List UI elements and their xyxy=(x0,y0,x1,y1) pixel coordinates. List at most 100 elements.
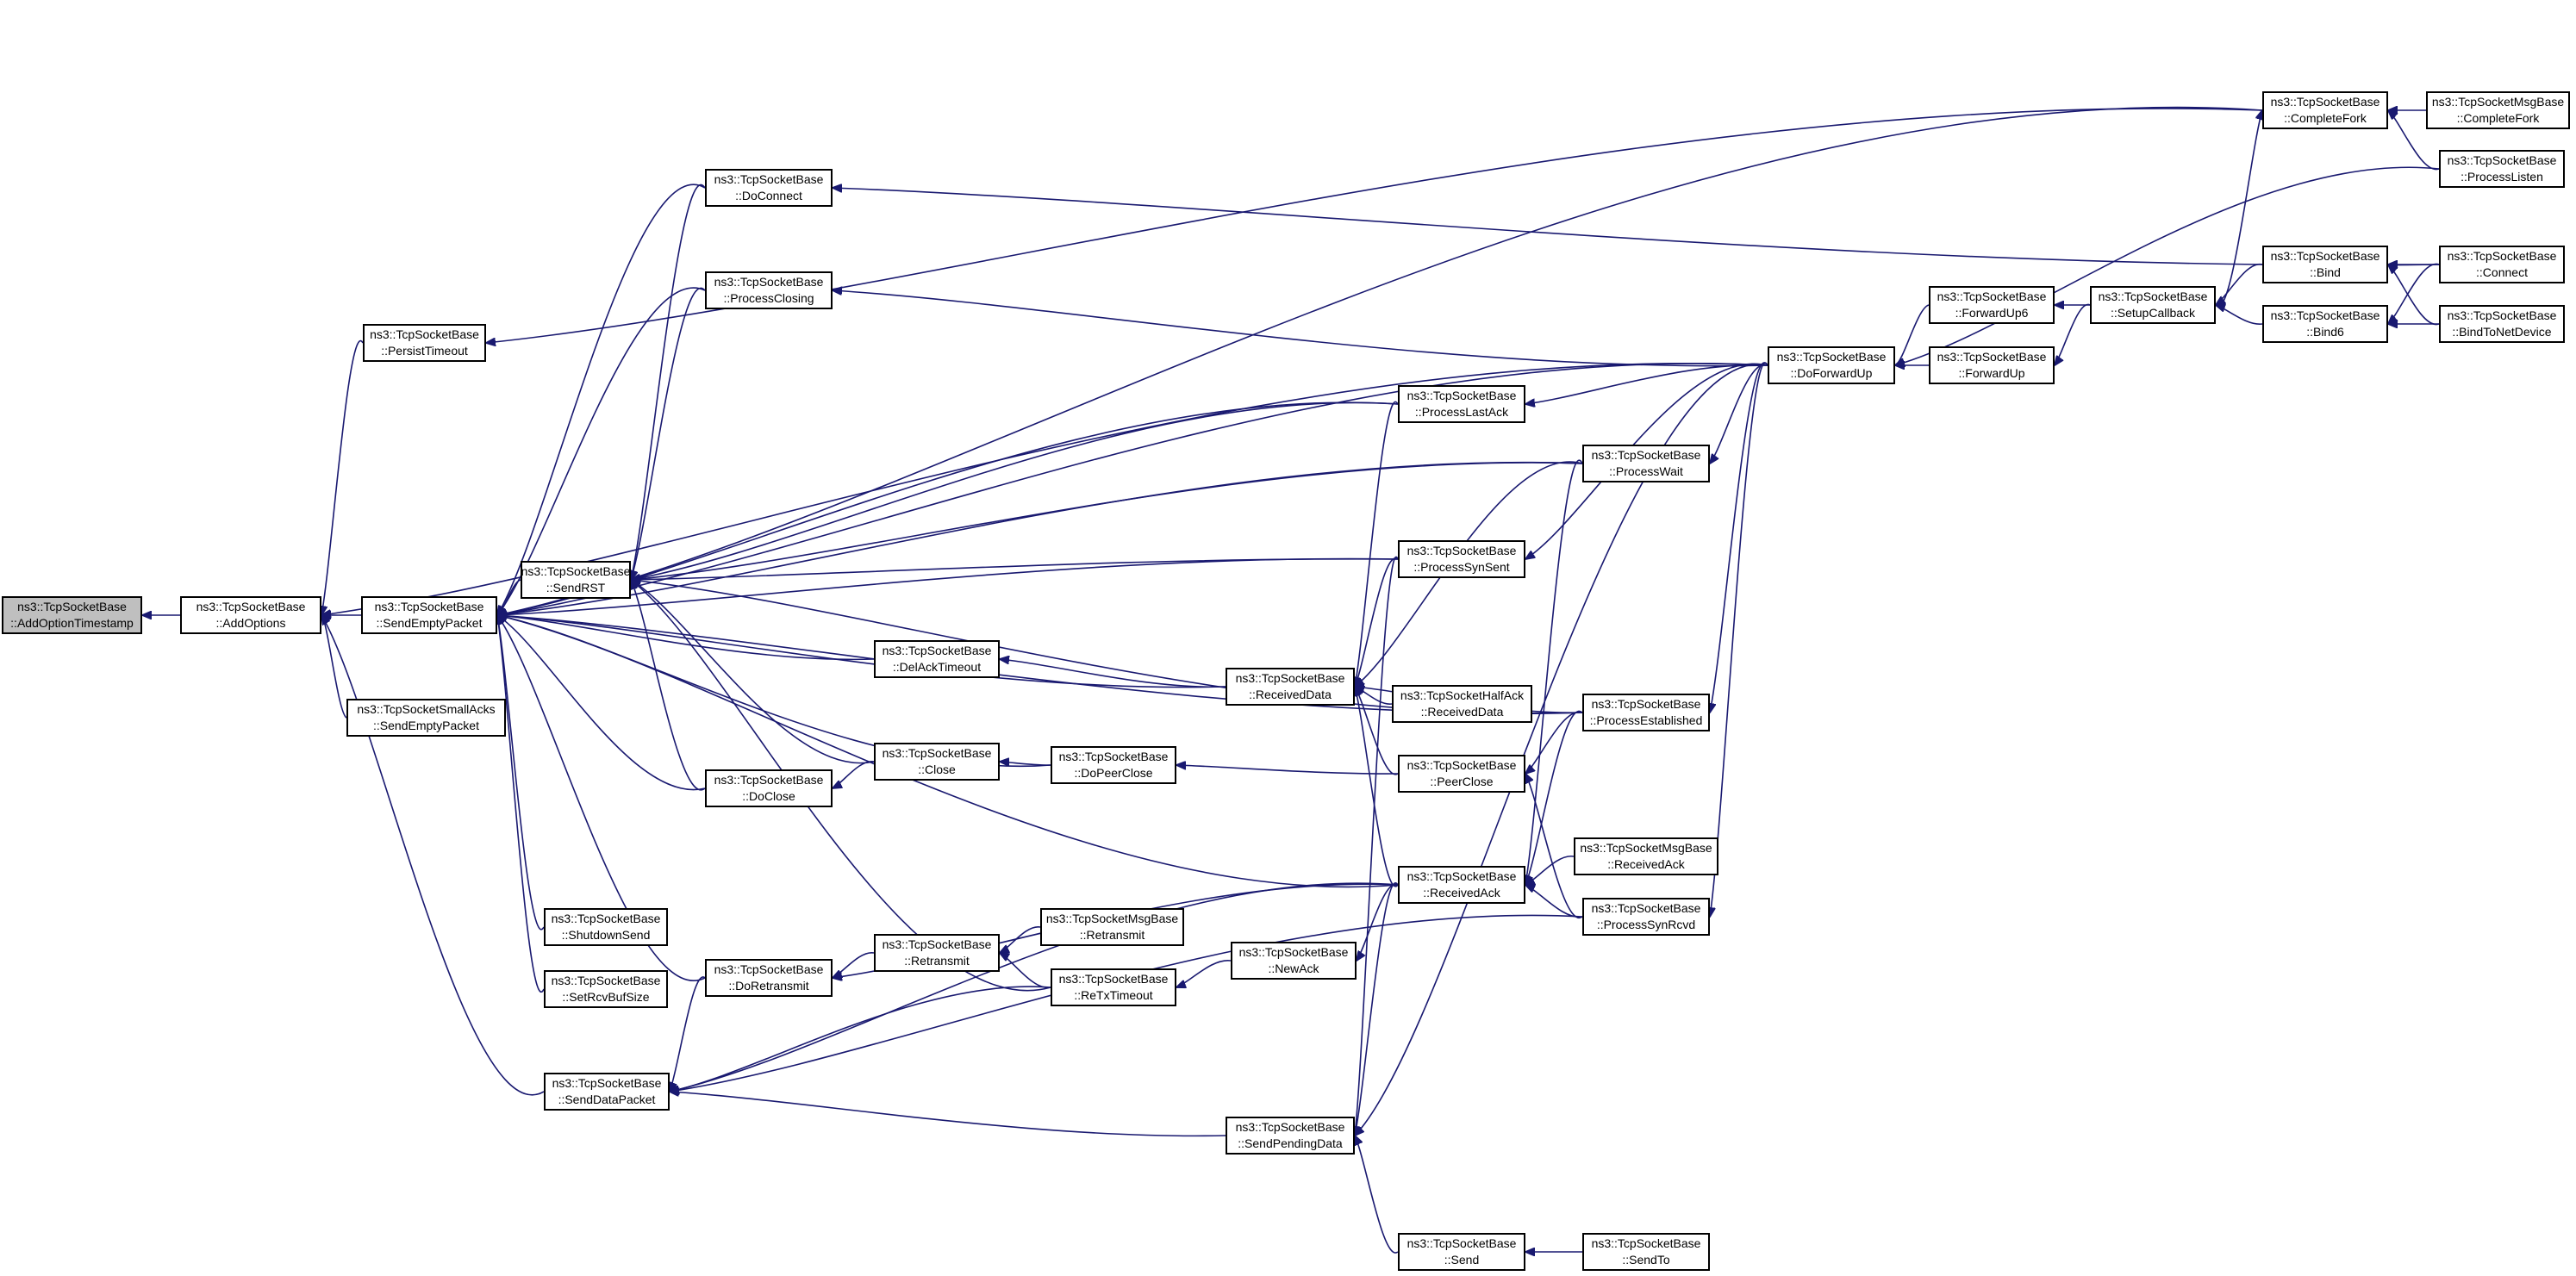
node-bind6[interactable]: ns3::TcpSocketBase::Bind6 xyxy=(2262,305,2388,343)
node-namespace-label: ns3::TcpSocketSmallAcks xyxy=(357,702,496,716)
node-namespace-label: ns3::TcpSocketBase xyxy=(1235,671,1345,685)
call-edge-procest-to-peerclose xyxy=(1525,711,1583,774)
node-proclisten[interactable]: ns3::TcpSocketBase::ProcessListen xyxy=(2439,150,2565,188)
call-edge-shutdown-to-sendempty xyxy=(497,615,545,931)
node-namespace-label: ns3::TcpSocketBase xyxy=(1407,1236,1517,1250)
call-edge-doclose-to-sendrst xyxy=(631,580,706,791)
node-namespace-label: ns3::TcpSocketBase xyxy=(17,600,127,613)
call-edge-doconnect-to-sendrst xyxy=(631,184,706,580)
node-namespace-label: ns3::TcpSocketBase xyxy=(1235,1120,1345,1134)
node-procest[interactable]: ns3::TcpSocketBase::ProcessEstablished xyxy=(1582,694,1710,731)
call-edge-proclisten-to-completefork xyxy=(2388,110,2440,171)
node-method-label: ::DoConnect xyxy=(735,189,802,202)
node-proclastack[interactable]: ns3::TcpSocketBase::ProcessLastAck xyxy=(1398,385,1525,423)
node-method-label: ::ProcessEstablished xyxy=(1589,713,1703,727)
node-namespace-label: ns3::TcpSocketBase xyxy=(882,644,992,657)
call-edge-persist-to-addoptions xyxy=(321,339,364,615)
node-method-label: ::ShutdownSend xyxy=(561,928,651,942)
node-delack[interactable]: ns3::TcpSocketBase::DelAckTimeout xyxy=(874,640,1000,678)
node-method-label: ::ProcessListen xyxy=(2461,170,2543,184)
node-procsynrcvd[interactable]: ns3::TcpSocketBase::ProcessSynRcvd xyxy=(1582,898,1710,936)
node-close[interactable]: ns3::TcpSocketBase::Close xyxy=(874,743,1000,781)
node-newack[interactable]: ns3::TcpSocketBase::NewAck xyxy=(1231,942,1357,980)
node-namespace-label: ns3::TcpSocketBase xyxy=(714,172,824,186)
node-forwardup6[interactable]: ns3::TcpSocketBase::ForwardUp6 xyxy=(1929,286,2055,324)
node-retxtimeout[interactable]: ns3::TcpSocketBase::ReTxTimeout xyxy=(1051,968,1176,1006)
node-namespace-label: ns3::TcpSocketBase xyxy=(1591,1236,1701,1250)
node-halfack[interactable]: ns3::TcpSocketHalfAck::ReceivedData xyxy=(1392,685,1532,723)
node-method-label: ::CompleteFork xyxy=(2456,111,2540,125)
node-send[interactable]: ns3::TcpSocketBase::Send xyxy=(1398,1233,1525,1271)
node-senddata[interactable]: ns3::TcpSocketBase::SendDataPacket xyxy=(544,1073,670,1111)
node-doclose[interactable]: ns3::TcpSocketBase::DoClose xyxy=(705,769,833,807)
call-edge-bind-to-setupcb xyxy=(2216,264,2263,305)
node-msgretx[interactable]: ns3::TcpSocketMsgBase::Retransmit xyxy=(1040,908,1184,946)
node-doforwardup[interactable]: ns3::TcpSocketBase::DoForwardUp xyxy=(1768,346,1895,384)
node-procsynsent[interactable]: ns3::TcpSocketBase::ProcessSynSent xyxy=(1398,540,1525,578)
node-namespace-label: ns3::TcpSocketBase xyxy=(1238,945,1349,959)
node-recvdata[interactable]: ns3::TcpSocketBase::ReceivedData xyxy=(1226,668,1355,706)
node-bindtonet[interactable]: ns3::TcpSocketBase::BindToNetDevice xyxy=(2439,305,2565,343)
node-bind[interactable]: ns3::TcpSocketBase::Bind xyxy=(2262,246,2388,283)
call-edge-peerclose-to-dopeer xyxy=(1176,765,1399,775)
node-doretx[interactable]: ns3::TcpSocketBase::DoRetransmit xyxy=(705,959,833,997)
call-edge-smallacks-to-addoptions xyxy=(321,615,347,719)
node-namespace-label: ns3::TcpSocketBase xyxy=(714,962,824,976)
node-msgrecvack[interactable]: ns3::TcpSocketMsgBase::ReceivedAck xyxy=(1574,837,1718,875)
node-connect[interactable]: ns3::TcpSocketBase::Connect xyxy=(2439,246,2565,283)
call-edge-senddata-to-addoptions xyxy=(321,615,545,1096)
call-edge-completefork-to-sendempty xyxy=(497,106,2263,615)
call-edge-procsynrcvd-to-recvack xyxy=(1525,885,1583,918)
node-method-label: ::ProcessSynSent xyxy=(1413,560,1510,574)
node-persist[interactable]: ns3::TcpSocketBase::PersistTimeout xyxy=(363,324,486,362)
node-forwardup[interactable]: ns3::TcpSocketBase::ForwardUp xyxy=(1929,346,2055,384)
node-smallacks[interactable]: ns3::TcpSocketSmallAcks::SendEmptyPacket xyxy=(346,699,506,737)
node-namespace-label: ns3::TcpSocketBase xyxy=(714,275,824,289)
node-sendempty[interactable]: ns3::TcpSocketBase::SendEmptyPacket xyxy=(361,596,497,634)
call-edge-sendpending-to-senddata xyxy=(670,1092,1226,1137)
node-setrcvbuf[interactable]: ns3::TcpSocketBase::SetRcvBufSize xyxy=(544,970,668,1008)
node-method-label: ::DoClose xyxy=(742,789,795,803)
node-peerclose[interactable]: ns3::TcpSocketBase::PeerClose xyxy=(1398,755,1525,793)
node-shutdown[interactable]: ns3::TcpSocketBase::ShutdownSend xyxy=(544,908,668,946)
node-doconnect[interactable]: ns3::TcpSocketBase::DoConnect xyxy=(705,169,833,207)
node-sendrst[interactable]: ns3::TcpSocketBase::SendRST xyxy=(521,561,631,599)
call-edge-doforwardup-to-proclosing xyxy=(833,290,1768,367)
node-namespace-label: ns3::TcpSocketBase xyxy=(2270,249,2380,263)
node-sendto[interactable]: ns3::TcpSocketBase::SendTo xyxy=(1582,1233,1710,1271)
node-method-label: ::ReceivedData xyxy=(1249,688,1332,701)
node-namespace-label: ns3::TcpSocketBase xyxy=(882,746,992,760)
node-namespace-label: ns3::TcpSocketBase xyxy=(1937,350,2047,364)
node-proclosing[interactable]: ns3::TcpSocketBase::ProcessClosing xyxy=(705,271,833,309)
call-edge-recvack-to-senddata xyxy=(670,882,1399,1092)
node-completefork[interactable]: ns3::TcpSocketBase::CompleteFork xyxy=(2262,91,2388,129)
node-recvack[interactable]: ns3::TcpSocketBase::ReceivedAck xyxy=(1398,866,1525,904)
call-edge-newack-to-retxtimeout xyxy=(1176,960,1232,987)
node-method-label: ::DelAckTimeout xyxy=(892,660,982,674)
node-sendpending[interactable]: ns3::TcpSocketBase::SendPendingData xyxy=(1226,1117,1355,1155)
call-edge-setrcvbuf-to-sendempty xyxy=(497,615,545,993)
node-namespace-label: ns3::TcpSocketBase xyxy=(551,974,661,987)
call-edge-setupcb-to-forwardup xyxy=(2055,304,2091,365)
node-method-label: ::PersistTimeout xyxy=(381,344,468,358)
node-method-label: ::ReceivedData xyxy=(1420,705,1504,719)
node-namespace-label: ns3::TcpSocketBase xyxy=(2098,289,2208,303)
node-retransmit[interactable]: ns3::TcpSocketBase::Retransmit xyxy=(874,934,1000,972)
node-dopeer[interactable]: ns3::TcpSocketBase::DoPeerClose xyxy=(1051,746,1176,784)
node-method-label: ::SetRcvBufSize xyxy=(562,990,650,1004)
call-edge-close-to-sendrst xyxy=(631,580,875,764)
call-edge-setupcb-to-completefork xyxy=(2215,110,2262,308)
node-setupcb[interactable]: ns3::TcpSocketBase::SetupCallback xyxy=(2090,286,2216,324)
call-edge-delack-to-sendempty xyxy=(497,615,875,661)
node-procwait[interactable]: ns3::TcpSocketBase::ProcessWait xyxy=(1582,445,1710,482)
node-method-label: ::Close xyxy=(918,762,956,776)
node-method-label: ::Retransmit xyxy=(904,954,970,968)
node-addoptions[interactable]: ns3::TcpSocketBase::AddOptions xyxy=(180,596,321,634)
node-method-label: ::NewAck xyxy=(1268,962,1319,975)
node-msgcompletefork[interactable]: ns3::TcpSocketMsgBase::CompleteFork xyxy=(2426,91,2570,129)
call-edge-doforwardup-to-procest xyxy=(1710,362,1768,713)
call-edge-procest-to-recvack xyxy=(1525,710,1583,885)
node-method-label: ::ProcessLastAck xyxy=(1414,405,1509,419)
call-edge-procwait-to-recvack xyxy=(1525,459,1583,885)
call-edge-proclisten-to-doforwardup xyxy=(1895,166,2440,365)
